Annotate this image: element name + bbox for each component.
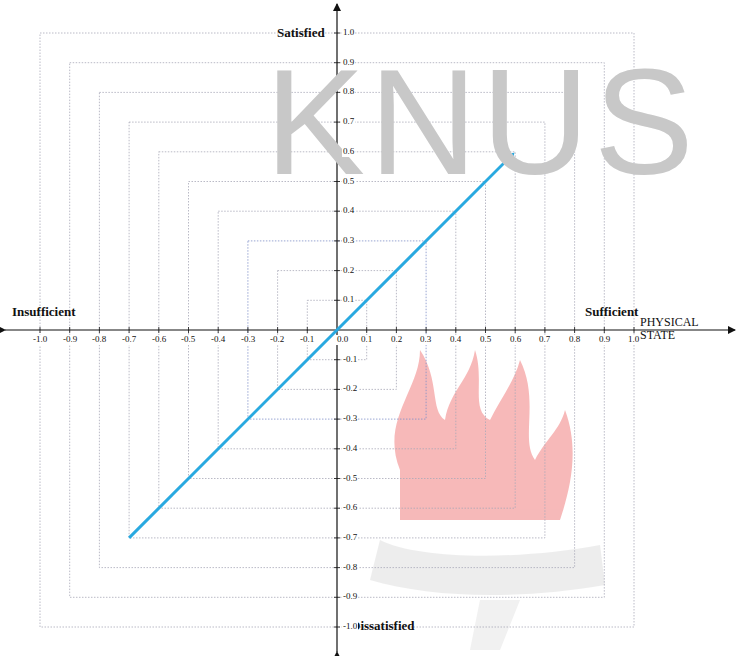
tick-label: -0.7 bbox=[342, 533, 358, 543]
tick-label: 0.0 bbox=[336, 335, 349, 345]
tick-label: -0.6 bbox=[342, 503, 358, 513]
axis-label: Dissatisfied bbox=[351, 619, 415, 633]
tick-label: -0.1 bbox=[342, 355, 358, 365]
tick-label: 0.2 bbox=[342, 266, 355, 276]
tick-label: 0.4 bbox=[342, 206, 355, 216]
tick-label: 0.6 bbox=[509, 335, 522, 345]
tick-label: -0.2 bbox=[342, 384, 358, 394]
tick-label: 0.3 bbox=[342, 236, 355, 246]
tick-label: 0.1 bbox=[360, 335, 373, 345]
tick-label: -0.1 bbox=[299, 335, 315, 345]
axis-title: PHYSICAL STATE bbox=[640, 316, 726, 342]
tick-label: -0.9 bbox=[62, 335, 78, 345]
tick-label: -0.7 bbox=[121, 335, 137, 345]
tick-label: -0.5 bbox=[180, 335, 196, 345]
trend-arrow bbox=[129, 154, 513, 538]
axis-label: Sufficient bbox=[585, 305, 638, 319]
tick-label: -0.2 bbox=[269, 335, 285, 345]
tick-label: 0.4 bbox=[449, 335, 462, 345]
axis-label: Insufficient bbox=[12, 305, 76, 319]
tick-label: 0.9 bbox=[342, 58, 355, 68]
tick-label: -0.8 bbox=[342, 563, 358, 573]
tick-label: -1.0 bbox=[32, 335, 48, 345]
tick-label: 0.5 bbox=[479, 335, 492, 345]
tick-label: 0.9 bbox=[598, 335, 611, 345]
watermark: KNUS bbox=[265, 40, 698, 205]
tick-label: -0.3 bbox=[240, 335, 256, 345]
tick-label: 0.1 bbox=[342, 295, 355, 305]
tick-label: -0.6 bbox=[151, 335, 167, 345]
tick-label: -0.3 bbox=[342, 414, 358, 424]
tick-label: -0.4 bbox=[210, 335, 226, 345]
logo-watermark bbox=[370, 350, 605, 650]
tick-label: 0.7 bbox=[538, 335, 551, 345]
tick-label: 0.3 bbox=[419, 335, 432, 345]
x-axis bbox=[5, 329, 735, 330]
tick-label: 0.7 bbox=[342, 117, 355, 127]
tick-label: 0.5 bbox=[342, 177, 355, 187]
tick-label: -1.0 bbox=[342, 622, 358, 632]
tick-label: 1.0 bbox=[627, 335, 640, 345]
tick-label: 1.0 bbox=[342, 28, 355, 38]
tick-label: -0.5 bbox=[342, 474, 358, 484]
tick-label: 0.6 bbox=[342, 147, 355, 157]
tick-label: 0.2 bbox=[390, 335, 403, 345]
axis-label: Satisfied bbox=[277, 26, 325, 40]
tick-label: 0.8 bbox=[342, 87, 355, 97]
tick-label: -0.8 bbox=[91, 335, 107, 345]
tick-label: -0.9 bbox=[342, 592, 358, 602]
tick-label: -0.4 bbox=[342, 444, 358, 454]
tick-label: 0.8 bbox=[568, 335, 581, 345]
